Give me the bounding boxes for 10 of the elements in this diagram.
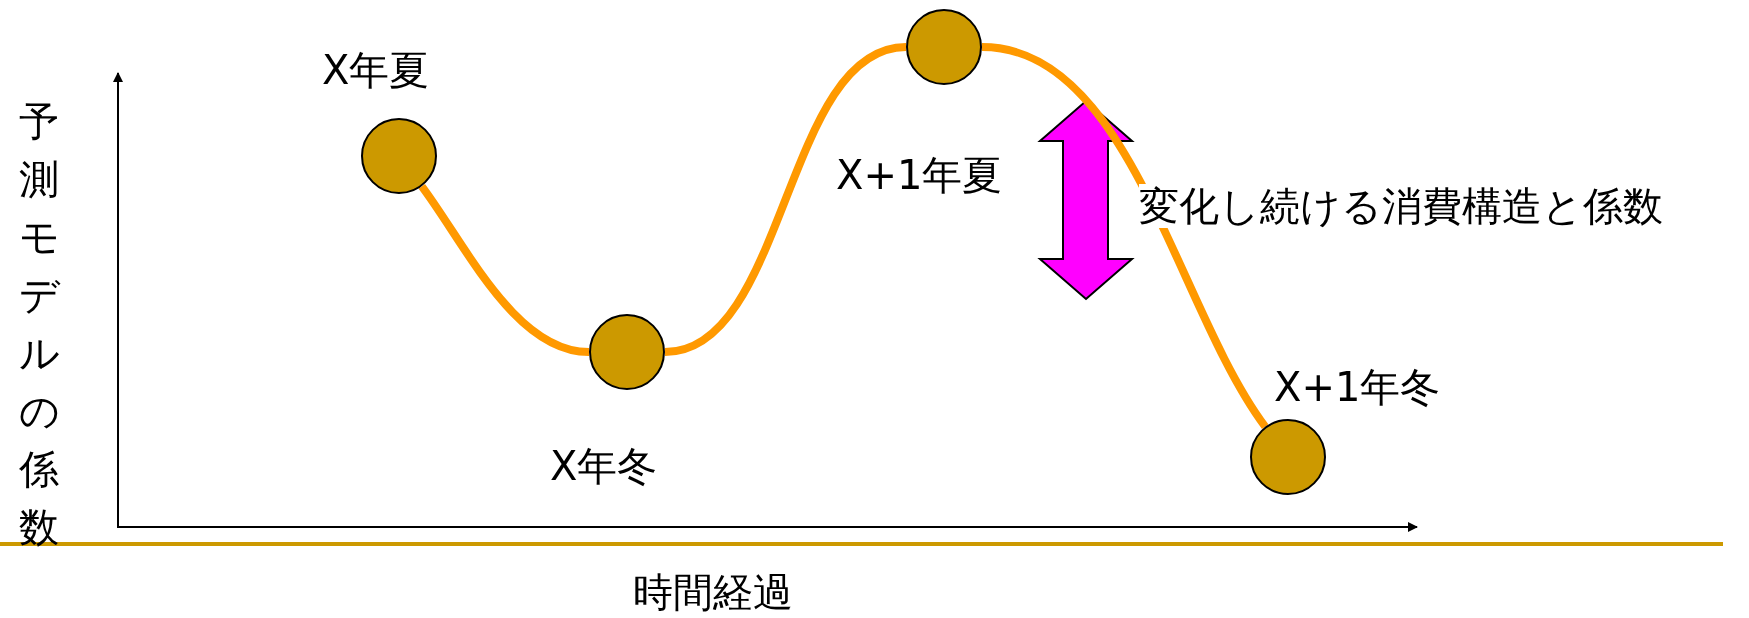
annotation-text: 変化し続ける消費構造と係数 (1139, 184, 1663, 228)
point-label: X年夏 (322, 50, 430, 90)
point-label: X年冬 (550, 446, 658, 486)
curve-line (664, 43, 907, 356)
axis-label: 予測モデルの係数 (19, 97, 61, 552)
point-label: X+1年冬 (1274, 367, 1441, 407)
curve-line (981, 43, 1269, 429)
curve-line (418, 184, 590, 356)
axis-label: 時間経過 (633, 572, 793, 612)
point-label: X+1年夏 (836, 155, 1003, 195)
